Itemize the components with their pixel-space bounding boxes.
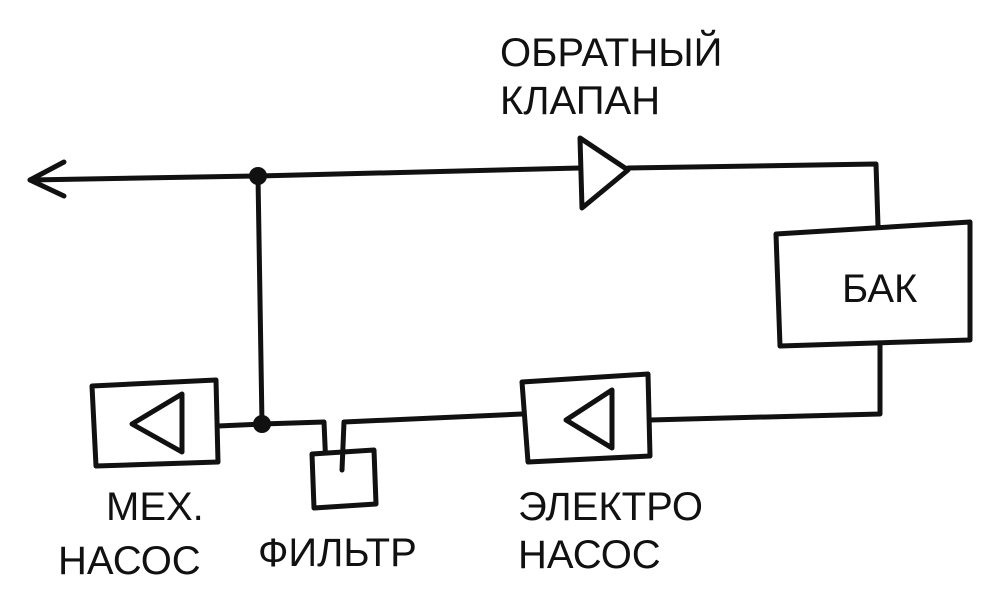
check-valve-label-line2: КЛАПАН <box>500 79 660 123</box>
filled-dot-icon <box>253 415 271 433</box>
filter-box <box>309 447 379 511</box>
mech-pump-label-line2: НАСОС <box>58 539 201 583</box>
mech-pump-label-line1: МЕХ. <box>106 485 204 529</box>
filter-inlet-stub <box>339 411 525 473</box>
tank-box <box>773 219 973 349</box>
check-valve-label-line1: ОБРАТНЫЙ <box>500 29 722 75</box>
tank-to-electric-pump-line <box>647 341 883 423</box>
electric-pump-label-line1: ЭЛЕКТРО <box>518 485 703 529</box>
triangle-right-icon <box>577 135 631 211</box>
mech-pump-outlet-line <box>215 419 329 471</box>
supply-line <box>27 165 583 183</box>
mech-pump-box <box>89 377 221 469</box>
tank-label: БАК <box>842 267 918 311</box>
valve-to-tank-line <box>625 161 881 229</box>
filter-label: ФИЛЬТР <box>258 531 417 575</box>
branch-line <box>255 173 265 427</box>
triangle-left-icon <box>563 387 615 451</box>
electric-pump-label-line2: НАСОС <box>518 533 661 577</box>
triangle-left-icon <box>129 391 185 455</box>
arrow-left-icon <box>27 159 67 199</box>
filled-dot-icon <box>249 167 267 185</box>
electric-pump-box <box>519 371 653 465</box>
